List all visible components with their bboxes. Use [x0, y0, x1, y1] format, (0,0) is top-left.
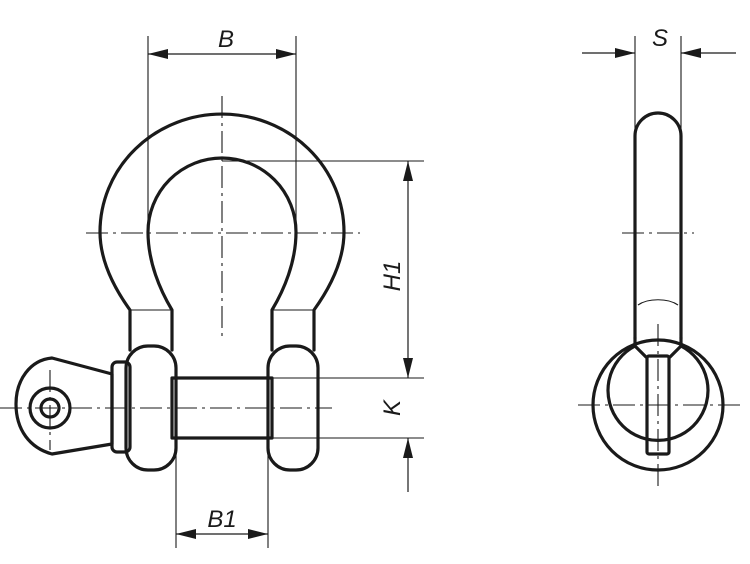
pin-collar	[110, 360, 132, 454]
s-label: S	[652, 25, 668, 52]
s-arrow-left	[615, 48, 635, 58]
side-bow-to-ring-left	[633, 336, 648, 359]
b1-arrow-left	[176, 529, 196, 539]
h1-arrow-bottom	[403, 358, 413, 378]
side-bow-to-ring-right	[668, 336, 683, 359]
side-view: S	[578, 25, 742, 486]
h1-arrow-top	[403, 161, 413, 181]
k-arrow-bottom-edge	[403, 438, 413, 458]
side-bow-outline	[633, 111, 683, 340]
front-view: B H1 K B1	[0, 26, 424, 548]
b-arrow-left	[148, 49, 168, 59]
pin-eye-tab	[14, 356, 114, 456]
side-bow-transition	[637, 299, 679, 306]
k-label: K	[379, 399, 406, 416]
s-arrow-right	[681, 48, 701, 58]
h1-label: H1	[379, 261, 406, 292]
b1-label: B1	[207, 506, 236, 533]
b1-arrow-right	[248, 529, 268, 539]
b-arrow-right	[276, 49, 296, 59]
b-label: B	[218, 26, 234, 53]
